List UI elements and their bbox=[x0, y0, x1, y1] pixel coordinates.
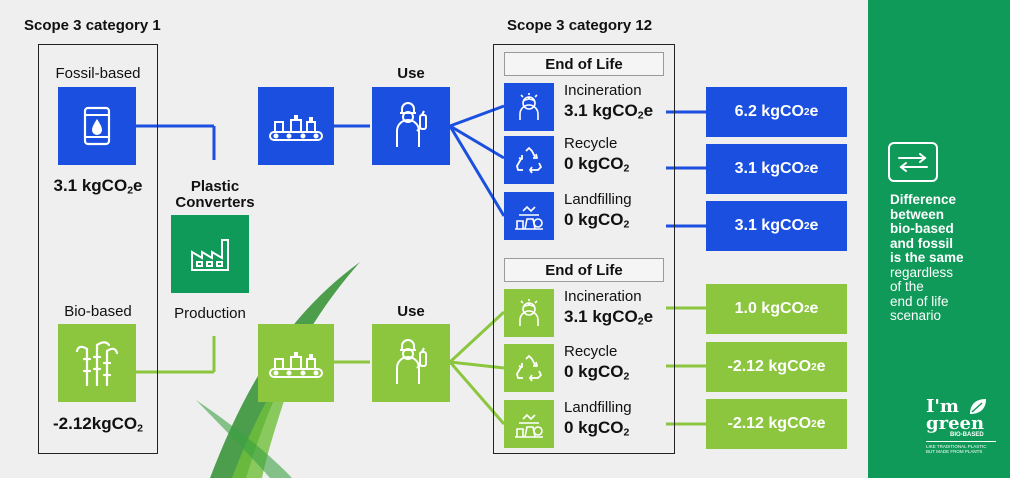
fossil-eol-incineration-tile bbox=[504, 83, 554, 131]
sidebar-light-1: regardless bbox=[890, 264, 954, 280]
use-label-bottom: Use bbox=[397, 303, 425, 320]
summary-sidebar: Difference between bio-based and fossil … bbox=[868, 0, 1010, 478]
bio-tile bbox=[58, 324, 136, 402]
conveyor-tile-bio bbox=[258, 324, 334, 402]
sidebar-light-2: of the bbox=[890, 279, 924, 294]
conveyor-tile-fossil bbox=[258, 87, 334, 165]
sidebar-bold-5: is the same bbox=[890, 250, 964, 265]
sidebar-bold-2: between bbox=[890, 206, 945, 222]
bio-eol-landfill-tile bbox=[504, 400, 554, 448]
plastic-converters-line1: Plastic bbox=[190, 178, 240, 195]
use-label-top: Use bbox=[397, 65, 425, 82]
landfill-icon bbox=[515, 205, 543, 230]
diagram-canvas: Scope 3 category 1 Fossil-based 3.1 kgCO… bbox=[24, 17, 847, 478]
end-of-life-header-bottom: End of Life bbox=[504, 258, 664, 282]
bio-eol-landfill-value: 0 kgCO2 bbox=[564, 418, 630, 439]
im-green-logo: I'm green BIO-BASED LIKE TRADITIONAL PLA… bbox=[926, 398, 1006, 454]
factory-icon bbox=[191, 239, 229, 271]
fossil-based-label: Fossil-based bbox=[55, 65, 141, 82]
bio-eol-recycle-label: Recycle bbox=[564, 343, 618, 360]
end-of-life-header-top: End of Life bbox=[504, 52, 664, 76]
fossil-eol-recycle-value: 0 kgCO2 bbox=[564, 154, 630, 175]
recycle-icon bbox=[516, 355, 542, 382]
bio-value: -2.12kgCO2 bbox=[53, 414, 143, 435]
sidebar-bold-3: bio-based bbox=[890, 221, 954, 236]
use-tile-bio bbox=[372, 324, 450, 402]
leaf-logo-icon bbox=[970, 399, 986, 414]
bio-eol-incineration-label: Incineration bbox=[564, 288, 642, 305]
bio-eol-incineration-tile bbox=[504, 289, 554, 337]
logo-small-1: LIKE TRADITIONAL PLASTIC bbox=[926, 441, 996, 449]
fossil-value: 3.1 kgCO2e bbox=[53, 176, 143, 197]
production-label: Production bbox=[174, 305, 246, 322]
bio-eol-recycle-tile bbox=[504, 344, 554, 392]
logo-line-1: I'm bbox=[926, 396, 959, 417]
sugarcane-icon bbox=[75, 341, 119, 387]
sidebar-light-3: end of life bbox=[890, 293, 949, 309]
plastic-converters-line2: Converters bbox=[175, 194, 255, 211]
conveyor-belt-icon bbox=[269, 352, 323, 378]
bio-eol-recycle-value: 0 kgCO2 bbox=[564, 362, 630, 383]
scope-category-12-frame bbox=[493, 44, 675, 454]
landfill-icon bbox=[515, 413, 543, 438]
worker-with-bottle-icon bbox=[396, 339, 427, 384]
connector-lines bbox=[136, 104, 706, 426]
fossil-eol-incineration-label: Incineration bbox=[564, 82, 642, 99]
oil-barrel-icon bbox=[83, 106, 111, 146]
bio-eol-incineration-value: 3.1 kgCO2e bbox=[564, 307, 654, 328]
sidebar-bold-4: and fossil bbox=[890, 235, 954, 251]
conveyor-belt-icon bbox=[269, 115, 323, 141]
swap-arrows-icon bbox=[888, 142, 938, 182]
incineration-icon bbox=[519, 299, 539, 326]
factory-tile bbox=[171, 215, 249, 293]
scope-category-1-frame bbox=[38, 44, 158, 454]
fossil-eol-landfill-label: Landfilling bbox=[564, 191, 632, 208]
bio-eol-landfill-label: Landfilling bbox=[564, 399, 632, 416]
fossil-tile bbox=[58, 87, 136, 165]
plastic-converters-title: Plastic Converters bbox=[160, 179, 270, 211]
incineration-icon bbox=[519, 93, 539, 120]
recycle-icon bbox=[516, 147, 542, 174]
logo-tag: BIO-BASED bbox=[950, 432, 984, 438]
logo-line-2: green bbox=[926, 413, 985, 434]
fossil-eol-landfill-tile bbox=[504, 192, 554, 240]
sidebar-bold-1: Difference bbox=[890, 192, 957, 207]
worker-with-bottle-icon bbox=[396, 102, 427, 147]
scope-category-12-heading: Scope 3 category 12 bbox=[507, 17, 653, 34]
fossil-eol-landfill-value: 0 kgCO2 bbox=[564, 210, 630, 231]
fossil-eol-incineration-value: 3.1 kgCO2e bbox=[564, 101, 654, 122]
logo-small-2: BUT MADE FROM PLANTS bbox=[926, 449, 983, 454]
use-tile-fossil bbox=[372, 87, 450, 165]
sidebar-message: Difference between bio-based and fossil … bbox=[890, 192, 1008, 324]
bio-based-label: Bio-based bbox=[64, 303, 132, 320]
scope-category-1-heading: Scope 3 category 1 bbox=[24, 17, 161, 34]
sidebar-light-4: scenario bbox=[890, 308, 942, 323]
fossil-eol-recycle-tile bbox=[504, 136, 554, 184]
fossil-eol-recycle-label: Recycle bbox=[564, 135, 618, 152]
